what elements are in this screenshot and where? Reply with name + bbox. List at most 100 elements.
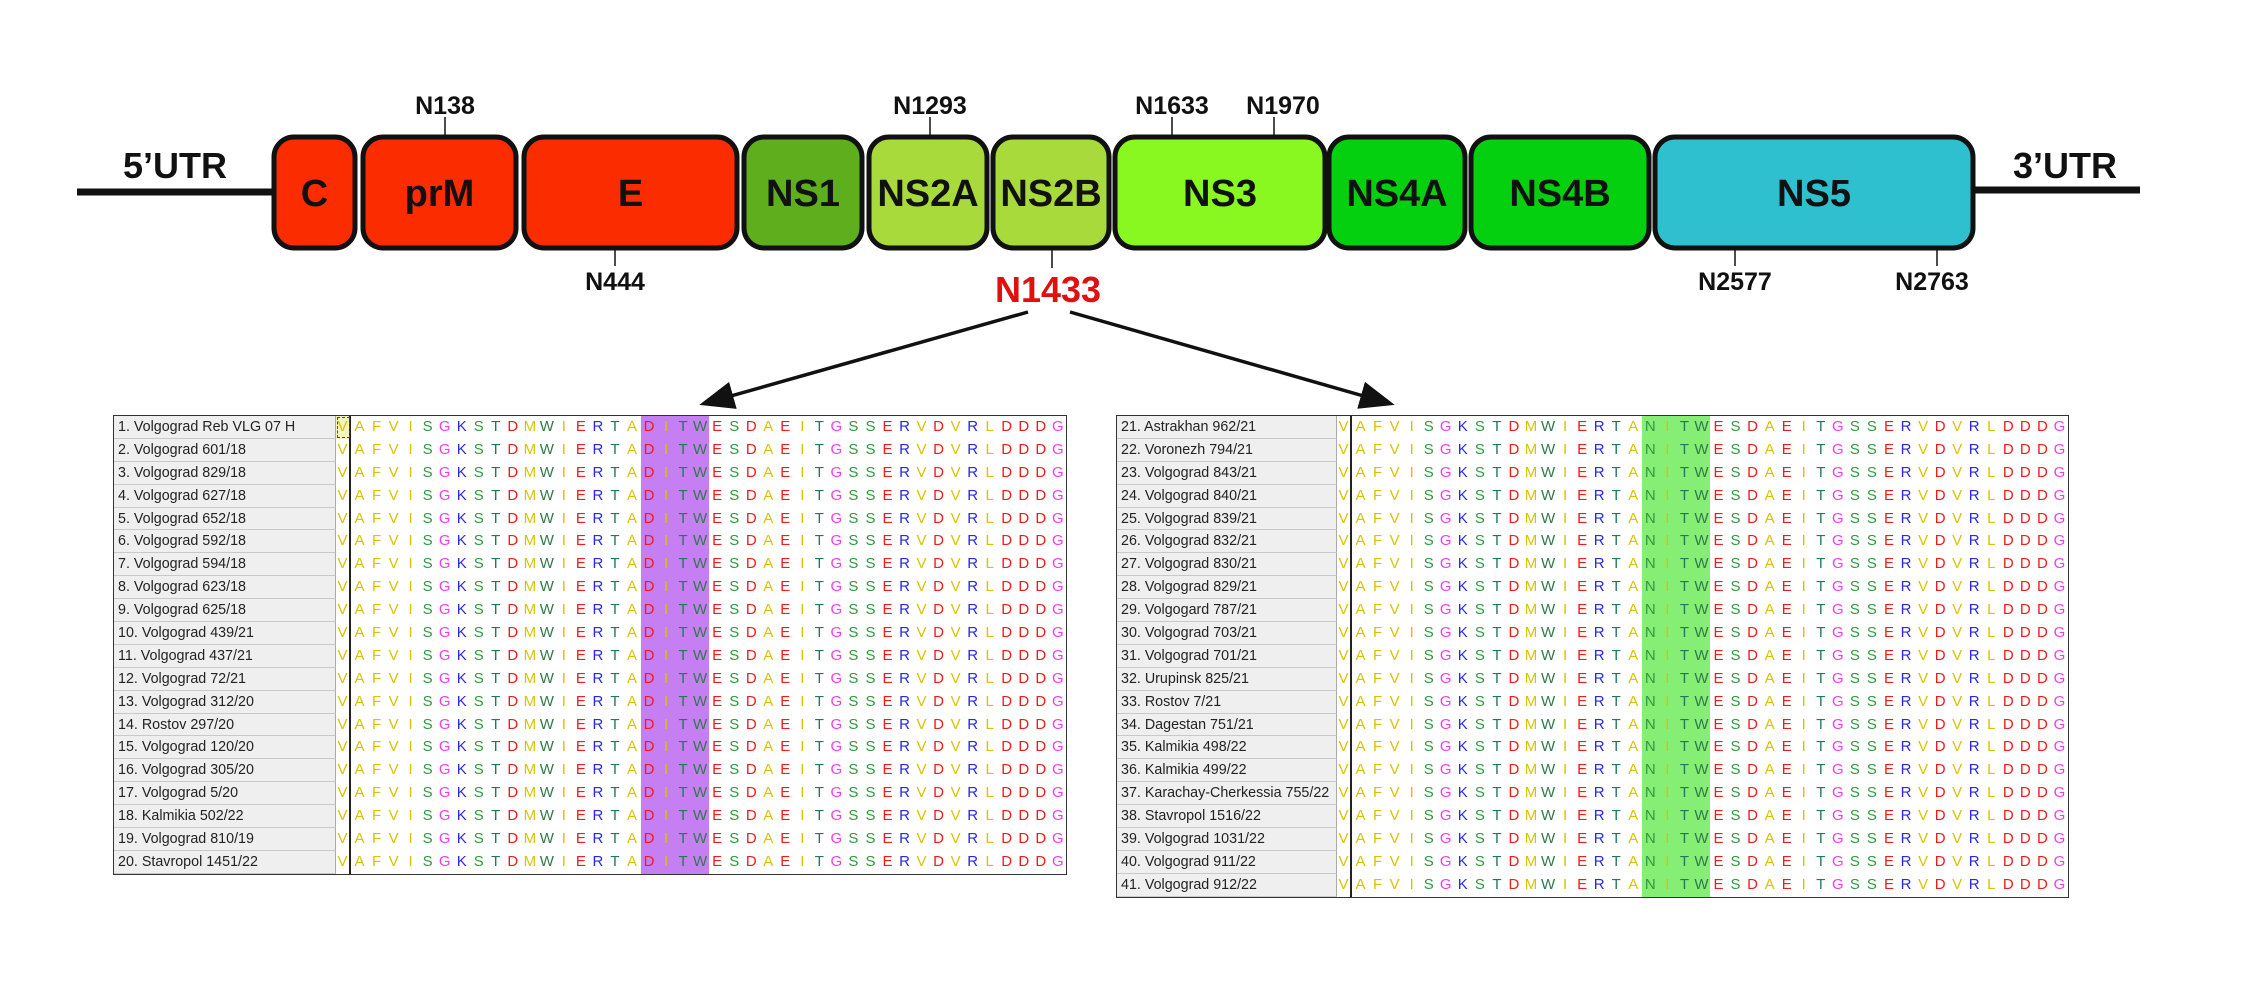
residue-cell[interactable]: E xyxy=(882,738,893,756)
residue-cell[interactable]: S xyxy=(1423,761,1434,779)
residue-cell[interactable]: M xyxy=(1524,624,1538,642)
residue-cell[interactable]: I xyxy=(1563,532,1568,550)
residue-cell[interactable]: V xyxy=(336,644,351,668)
highlighted-residue-cell[interactable]: T xyxy=(674,644,692,668)
residue-cell[interactable]: I xyxy=(561,601,566,619)
residue-cell[interactable]: V xyxy=(1389,532,1400,550)
residue-cell[interactable]: S xyxy=(473,852,484,870)
residue-cell[interactable]: D xyxy=(1934,807,1946,825)
residue-cell[interactable]: T xyxy=(1611,509,1621,527)
residue-cell[interactable]: D xyxy=(1001,761,1013,779)
residue-cell[interactable]: I xyxy=(1409,669,1414,687)
residue-cell[interactable]: A xyxy=(1628,784,1639,802)
residue-cell[interactable]: L xyxy=(1987,692,1996,710)
residue-cell[interactable]: A xyxy=(1355,578,1366,596)
residue-cell[interactable]: V xyxy=(1389,440,1400,458)
residue-cell[interactable]: G xyxy=(1439,669,1452,687)
residue-cell[interactable]: R xyxy=(899,784,910,802)
residue-cell[interactable]: W xyxy=(1540,715,1556,733)
highlighted-residue-cell[interactable]: I xyxy=(1658,530,1676,554)
residue-cell[interactable]: E xyxy=(1713,555,1724,573)
residue-cell[interactable]: F xyxy=(1372,624,1383,642)
residue-cell[interactable]: D xyxy=(1508,555,1520,573)
residue-cell[interactable]: K xyxy=(1457,784,1468,802)
residue-cell[interactable]: S xyxy=(865,463,876,481)
residue-cell[interactable]: D xyxy=(2019,692,2031,710)
residue-cell[interactable]: S xyxy=(1423,692,1434,710)
highlighted-residue-cell[interactable]: D xyxy=(640,690,658,714)
residue-cell[interactable]: R xyxy=(899,646,910,664)
residue-cell[interactable]: R xyxy=(967,830,979,848)
residue-cell[interactable]: G xyxy=(438,532,451,550)
residue-cell[interactable]: D xyxy=(507,509,519,527)
sequence-name[interactable]: 35. Kalmikia 498/22 xyxy=(1117,736,1337,760)
residue-cell[interactable]: L xyxy=(1987,784,1996,802)
residue-cell[interactable]: V xyxy=(336,461,351,485)
residue-cell[interactable]: V xyxy=(1918,715,1929,733)
residue-cell[interactable]: D xyxy=(2019,669,2031,687)
residue-cell[interactable]: S xyxy=(473,784,484,802)
highlighted-residue-cell[interactable]: D xyxy=(640,622,658,645)
residue-cell[interactable]: A xyxy=(1764,463,1775,481)
residue-cell[interactable]: S xyxy=(1866,463,1877,481)
residue-cell[interactable]: G xyxy=(1051,509,1064,527)
residue-cell[interactable]: D xyxy=(2036,875,2048,893)
residue-cell[interactable]: R xyxy=(899,418,910,435)
residue-cell[interactable]: R xyxy=(899,509,910,527)
highlighted-residue-cell[interactable]: D xyxy=(640,530,658,554)
residue-cell[interactable]: V xyxy=(1952,486,1963,504)
residue-cell[interactable]: D xyxy=(2002,669,2014,687)
residue-cell[interactable]: E xyxy=(575,715,586,733)
residue-cell[interactable]: R xyxy=(899,692,910,710)
residue-cell[interactable]: E xyxy=(712,509,723,527)
residue-cell[interactable]: D xyxy=(933,463,944,481)
residue-cell[interactable]: A xyxy=(627,486,638,504)
residue-cell[interactable]: S xyxy=(729,418,740,435)
residue-cell[interactable]: G xyxy=(1439,715,1452,733)
residue-cell[interactable]: F xyxy=(371,646,382,664)
highlighted-residue-cell[interactable]: W xyxy=(691,759,709,783)
residue-cell[interactable]: S xyxy=(1474,692,1485,710)
residue-cell[interactable]: D xyxy=(1035,784,1047,802)
residue-cell[interactable]: E xyxy=(882,601,893,619)
residue-cell[interactable]: D xyxy=(2019,761,2031,779)
residue-cell[interactable]: T xyxy=(491,738,501,756)
residue-cell[interactable]: G xyxy=(2053,646,2066,664)
residue-cell[interactable]: V xyxy=(388,601,399,619)
residue-cell[interactable]: I xyxy=(800,692,805,710)
residue-cell[interactable]: I xyxy=(408,463,413,481)
sequence-name[interactable]: 19. Volgograd 810/19 xyxy=(114,828,336,851)
residue-cell[interactable]: A xyxy=(354,578,365,596)
residue-cell[interactable]: F xyxy=(371,578,382,596)
highlighted-residue-cell[interactable]: T xyxy=(674,759,692,783)
residue-cell[interactable]: E xyxy=(712,669,723,687)
residue-cell[interactable]: E xyxy=(1883,463,1894,481)
residue-cell[interactable]: A xyxy=(1355,646,1366,664)
residue-cell[interactable]: K xyxy=(1457,738,1468,756)
residue-cell[interactable]: A xyxy=(354,692,365,710)
residue-cell[interactable]: A xyxy=(1355,555,1366,573)
residue-cell[interactable]: S xyxy=(1866,624,1877,642)
residue-cell[interactable]: K xyxy=(456,440,467,458)
sequence-name[interactable]: 37. Karachay-Cherkessia 755/22 xyxy=(1117,782,1337,806)
residue-cell[interactable]: D xyxy=(1018,555,1030,573)
highlighted-residue-cell[interactable]: I xyxy=(1658,759,1676,783)
residue-cell[interactable]: D xyxy=(507,646,519,664)
highlighted-residue-cell[interactable]: T xyxy=(674,461,692,485)
residue-cell[interactable]: E xyxy=(1883,601,1894,619)
residue-cell[interactable]: S xyxy=(865,738,876,756)
residue-cell[interactable]: E xyxy=(575,440,586,458)
residue-cell[interactable]: I xyxy=(408,738,413,756)
residue-cell[interactable]: T xyxy=(814,601,824,619)
residue-cell[interactable]: A xyxy=(763,555,774,573)
residue-cell[interactable]: A xyxy=(1355,738,1366,756)
residue-cell[interactable]: D xyxy=(1001,532,1013,550)
residue-cell[interactable]: S xyxy=(865,532,876,550)
residue-cell[interactable]: A xyxy=(354,601,365,619)
residue-cell[interactable]: S xyxy=(848,784,859,802)
residue-cell[interactable]: T xyxy=(610,669,620,687)
residue-cell[interactable]: T xyxy=(610,715,620,733)
residue-cell[interactable]: V xyxy=(1337,507,1352,531)
residue-cell[interactable]: A xyxy=(1628,761,1639,779)
residue-cell[interactable]: S xyxy=(1423,463,1434,481)
